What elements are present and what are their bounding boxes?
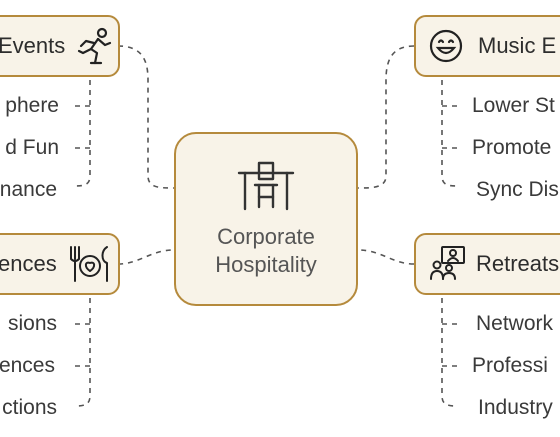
leaf-item: Sync Dis xyxy=(476,178,559,201)
leaf-item: ctions xyxy=(2,396,57,419)
branch-node-experiences: ences xyxy=(0,233,120,295)
leaf-item: phere xyxy=(5,94,59,117)
branch-label: Retreats xyxy=(476,251,560,276)
leaf-item: Industry xyxy=(478,396,553,419)
chair-table-icon xyxy=(237,161,295,211)
dining-heart-icon xyxy=(69,246,108,282)
smiley-face-icon xyxy=(429,29,463,63)
leaf-item: nance xyxy=(0,178,57,201)
leaf-item: sions xyxy=(7,312,57,335)
branch-label: ences xyxy=(0,251,57,276)
leaf-item: Promote xyxy=(472,136,552,159)
center-node: Corporate Hospitality xyxy=(174,132,358,306)
leaf-item: d Fun xyxy=(5,136,59,159)
leaf-item: Network xyxy=(476,312,554,335)
center-title-line1: Corporate xyxy=(217,224,315,249)
presentation-people-icon xyxy=(430,246,465,280)
leaf-item: Lower St xyxy=(472,94,555,117)
branch-node-music: Music E xyxy=(414,15,560,77)
center-title-line2: Hospitality xyxy=(215,252,317,277)
running-person-icon xyxy=(78,27,112,65)
leaf-item: ences xyxy=(0,354,55,377)
branch-label: Music E xyxy=(478,33,557,58)
branch-node-events: Events xyxy=(0,15,120,77)
leaf-item: Professi xyxy=(472,354,548,377)
branch-node-retreats: Retreats xyxy=(414,233,560,295)
branch-label: Events xyxy=(0,33,66,58)
